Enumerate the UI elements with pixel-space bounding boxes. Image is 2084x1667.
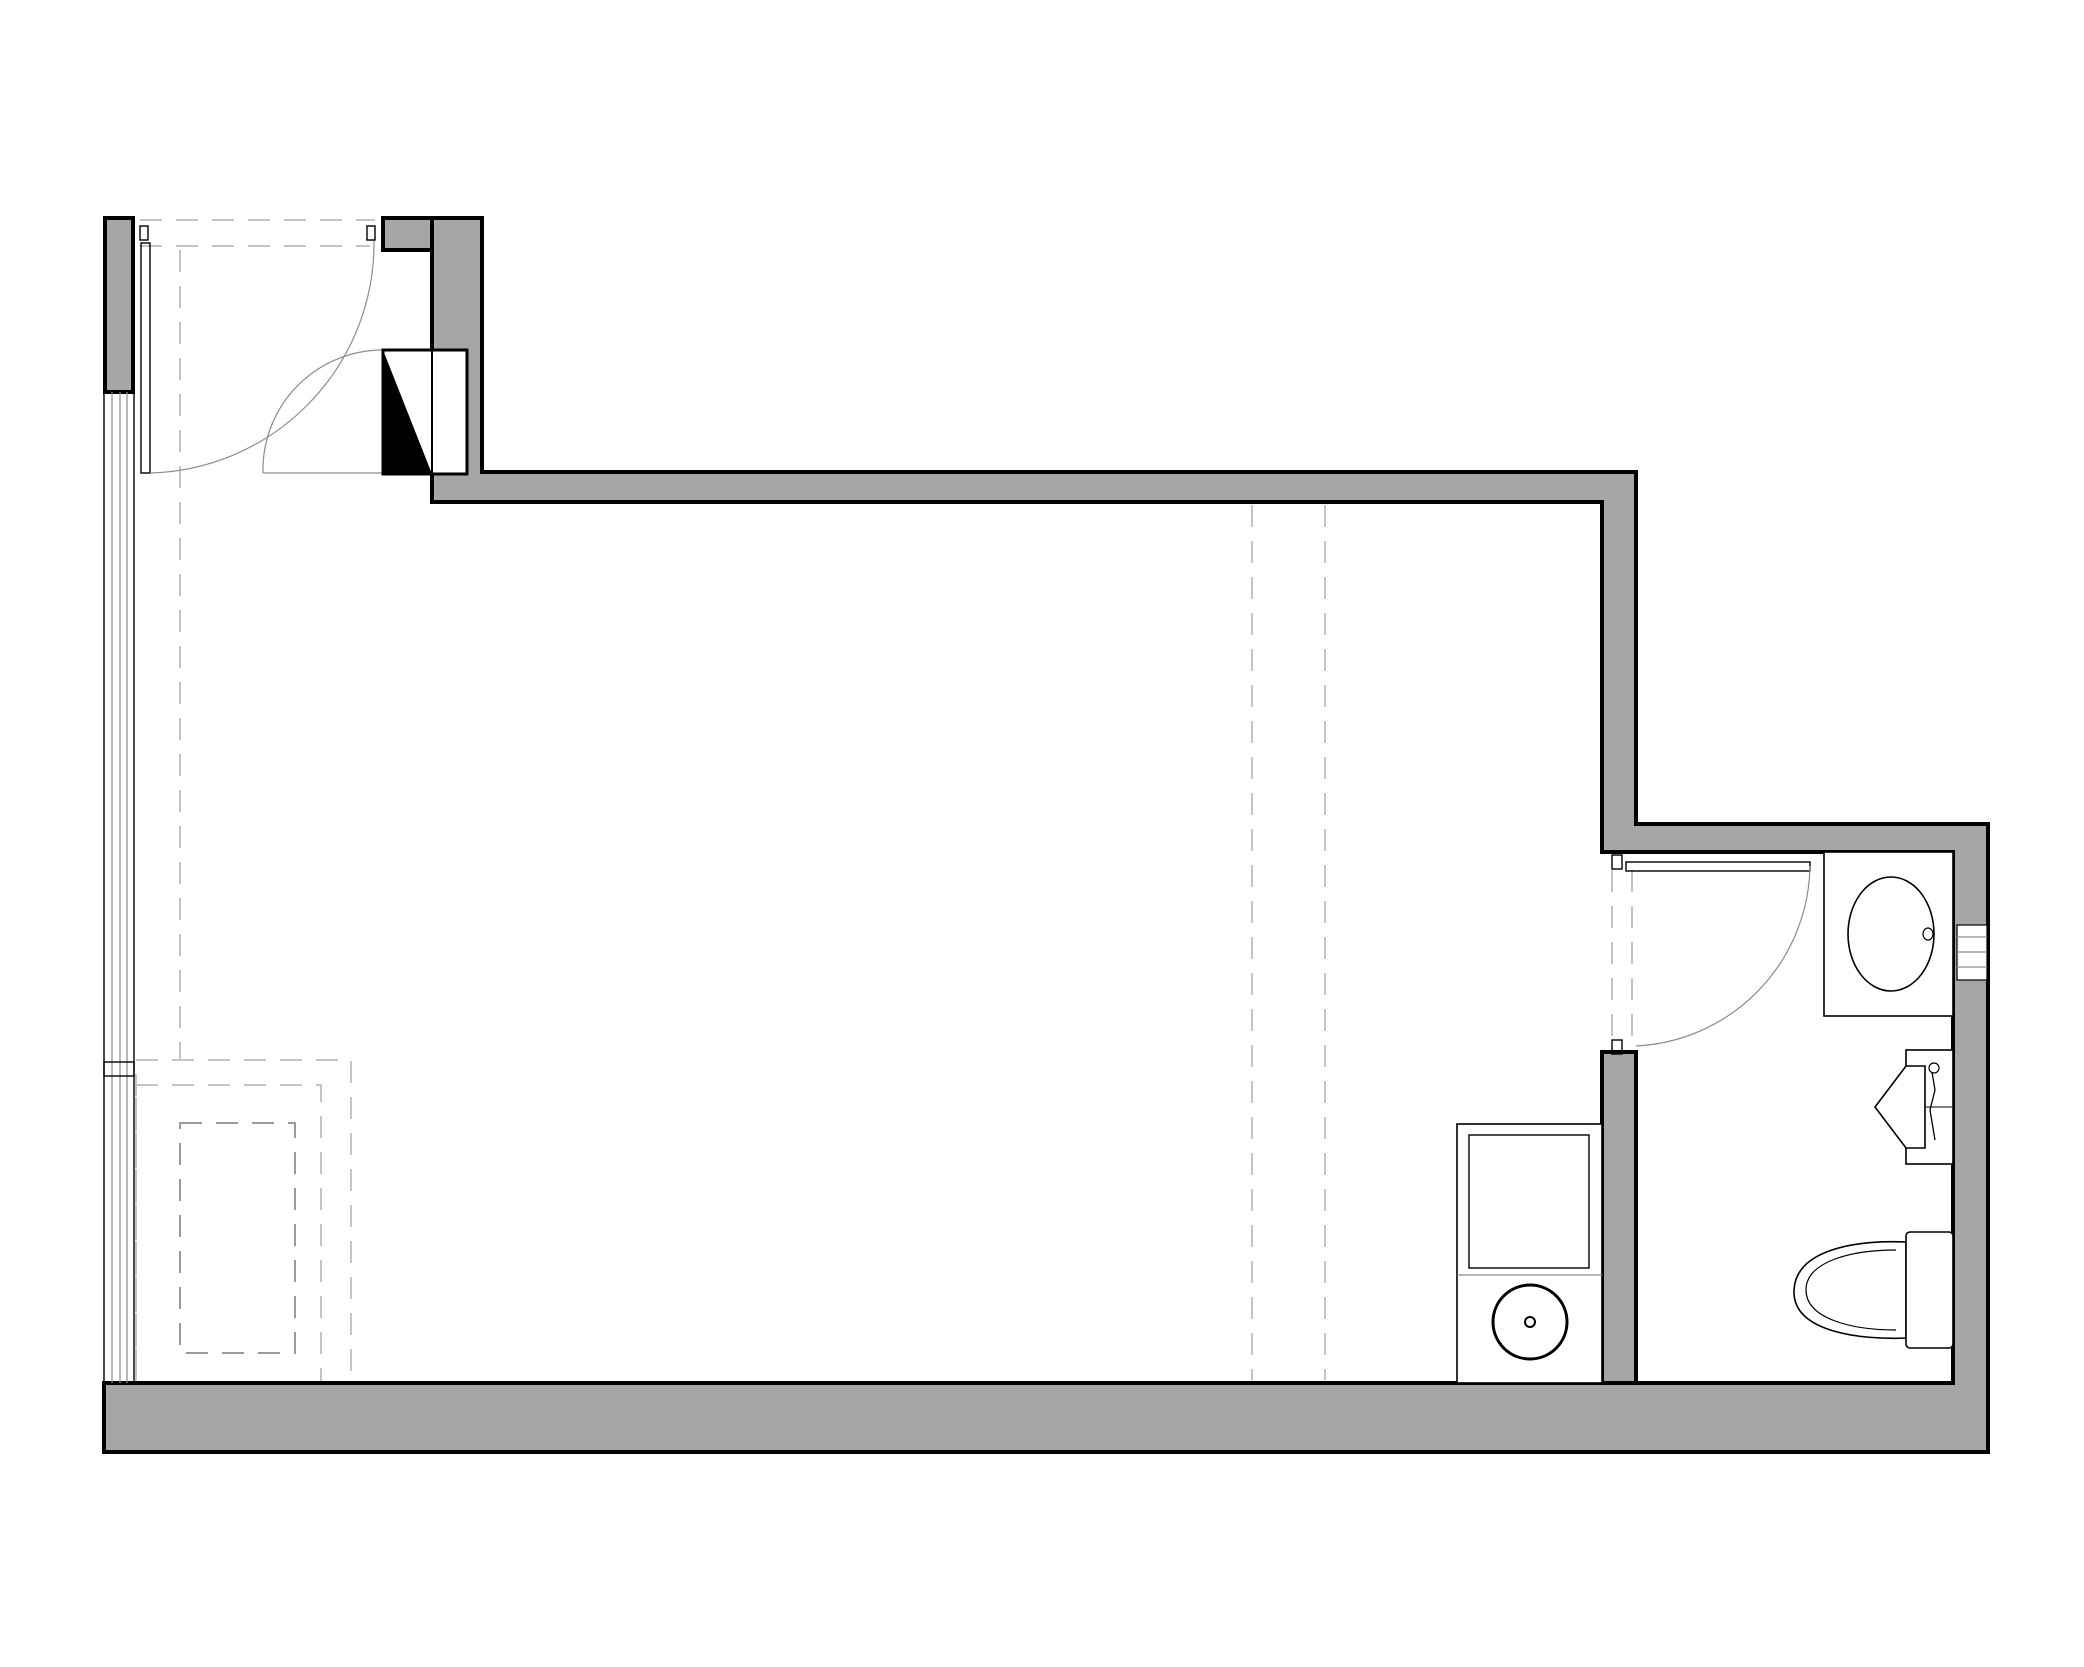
left-wall-stub (103, 216, 135, 394)
bathroom-door-swing-icon (1611, 854, 1811, 1055)
washing-machine-icon (1456, 1123, 1603, 1384)
entry-jamb (381, 216, 434, 252)
bathroom-vent-window-icon (1956, 924, 1988, 981)
hidden-lines (140, 219, 1633, 1380)
sliding-window-icon (103, 391, 135, 1384)
entry-door-swing-icon (139, 225, 384, 474)
bidet-icon (1873, 1049, 1954, 1165)
electrical-panel-icon (381, 348, 469, 476)
washbasin-icon (1823, 851, 1954, 1017)
toilet-icon (1793, 1231, 1954, 1349)
bathroom-partition (1600, 1050, 1638, 1385)
wardrobe-outline (135, 1059, 352, 1386)
